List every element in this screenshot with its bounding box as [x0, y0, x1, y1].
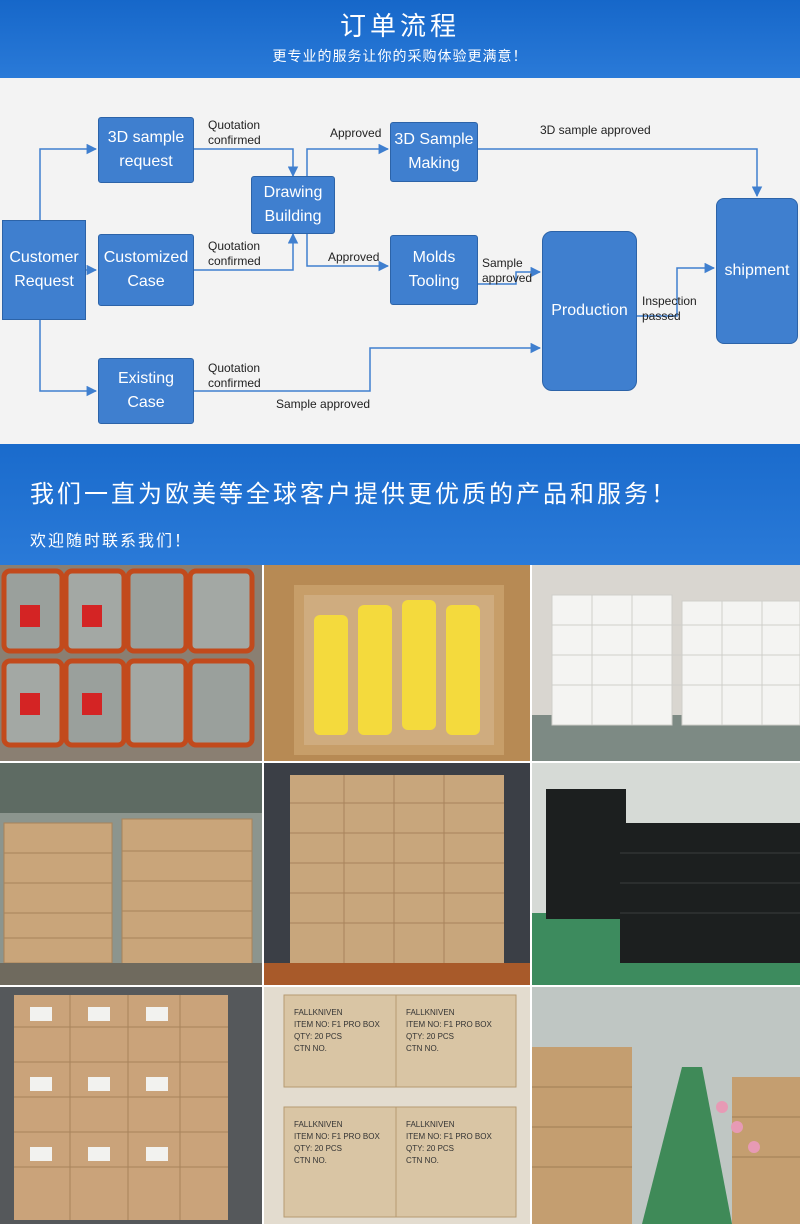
node-molds-tooling: Molds Tooling: [390, 235, 478, 305]
label-quotation-confirmed-2: Quotation confirmed: [208, 239, 261, 268]
photo-cartons-on-pallet: [0, 763, 262, 985]
svg-text:FALLKNIVEN: FALLKNIVEN: [294, 1008, 343, 1017]
svg-text:ITEM NO: F1 PRO BOX: ITEM NO: F1 PRO BOX: [406, 1020, 492, 1029]
svg-text:QTY: 20 PCS: QTY: 20 PCS: [406, 1144, 454, 1153]
svg-text:FALLKNIVEN: FALLKNIVEN: [406, 1008, 455, 1017]
photo-factory-floor: [532, 987, 800, 1224]
svg-text:QTY: 20 PCS: QTY: 20 PCS: [406, 1032, 454, 1041]
photo-gallery: FALLKNIVEN ITEM NO: F1 PRO BOX QTY: 20 PCS…: [0, 565, 800, 1224]
node-existing-case: Existing Case: [98, 358, 194, 424]
top-banner: 订单流程 更专业的服务让你的采购体验更满意！: [0, 0, 800, 78]
node-production: Production: [542, 231, 637, 391]
label-3d-sample-approved: 3D sample approved: [540, 123, 651, 137]
edge-customer-to-sample-request: [39, 143, 98, 220]
photo-black-boxes-warehouse: [532, 763, 800, 985]
edge-drawing-to-sample-making: [306, 143, 390, 176]
label-quotation-confirmed-1: Quotation confirmed: [208, 118, 261, 147]
edge-customer-to-existing: [39, 320, 98, 397]
node-3d-sample-making: 3D Sample Making: [390, 122, 478, 182]
flow-connectors: [39, 143, 763, 397]
label-sample-approved-1: Sample approved: [482, 256, 533, 285]
edge-customized-to-drawing: [194, 232, 299, 271]
node-customized-case: Customized Case: [98, 234, 194, 306]
node-drawing-building: Drawing Building: [251, 176, 335, 234]
slogan-title: 我们一直为欧美等全球客户提供更优质的产品和服务！: [30, 480, 678, 508]
photo-yellow-cases-in-carton: [264, 565, 530, 761]
svg-text:ITEM NO: F1 PRO BOX: ITEM NO: F1 PRO BOX: [294, 1020, 380, 1029]
photo-orange-cases-in-packaging: [0, 565, 262, 761]
svg-text:CTN NO.: CTN NO.: [294, 1156, 327, 1165]
label-approved-2: Approved: [328, 250, 380, 264]
edge-molds-to-production: [478, 266, 542, 285]
svg-text:ITEM NO: F1 PRO BOX: ITEM NO: F1 PRO BOX: [406, 1132, 492, 1141]
photo-white-boxes-stacked: [532, 565, 800, 761]
label-inspection-passed: Inspection passed: [642, 294, 697, 323]
label-sample-approved-2: Sample approved: [276, 397, 371, 411]
node-shipment: shipment: [716, 198, 798, 344]
edge-existing-to-production: [194, 342, 542, 392]
edge-production-to-shipment: [637, 262, 716, 317]
page-subtitle: 更专业的服务让你的采购体验更满意！: [272, 49, 528, 65]
svg-text:QTY: 20 PCS: QTY: 20 PCS: [294, 1144, 342, 1153]
svg-text:CTN NO.: CTN NO.: [294, 1044, 327, 1053]
photo-container-loading: [264, 763, 530, 985]
page-title: 订单流程: [339, 12, 460, 42]
node-3d-sample-request: 3D sample request: [98, 117, 194, 183]
svg-text:CTN NO.: CTN NO.: [406, 1044, 439, 1053]
edge-sample-request-to-drawing: [194, 148, 299, 178]
svg-text:FALLKNIVEN: FALLKNIVEN: [406, 1120, 455, 1129]
edge-drawing-to-molds: [306, 234, 390, 272]
svg-text:CTN NO.: CTN NO.: [406, 1156, 439, 1165]
label-quotation-confirmed-3: Quotation confirmed: [208, 361, 261, 390]
slogan-subtitle: 欢迎随时联系我们！: [30, 531, 193, 550]
order-flow-diagram: Customer Request 3D sample request Custo…: [0, 78, 800, 444]
photo-labeled-cartons-pallet: [0, 987, 262, 1224]
photo-fallkniven-cartons: FALLKNIVEN ITEM NO: F1 PRO BOX QTY: 20 PCS…: [264, 987, 530, 1224]
node-customer-request: Customer Request: [2, 220, 86, 320]
label-approved-1: Approved: [330, 126, 382, 140]
slogan-banner: 我们一直为欧美等全球客户提供更优质的产品和服务！ 欢迎随时联系我们！: [0, 444, 800, 565]
svg-text:FALLKNIVEN: FALLKNIVEN: [294, 1120, 343, 1129]
svg-text:QTY: 20 PCS: QTY: 20 PCS: [294, 1032, 342, 1041]
svg-text:ITEM NO: F1 PRO BOX: ITEM NO: F1 PRO BOX: [294, 1132, 380, 1141]
edge-sample-making-to-shipment: [478, 148, 763, 198]
